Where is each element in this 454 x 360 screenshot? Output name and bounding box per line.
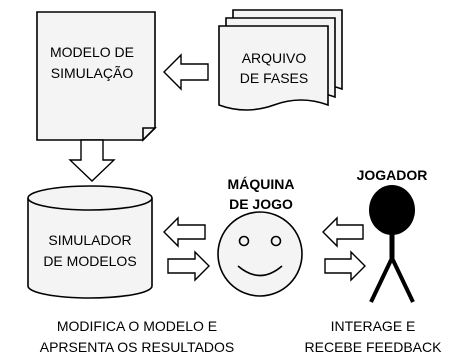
phases-label-line1: ARQUIVO xyxy=(242,50,307,66)
caption-left-line1: MODIFICA O MODELO E xyxy=(57,318,217,334)
simulator-label-line2: DE MODELOS xyxy=(43,253,136,269)
caption-right-line1: INTERAGE E xyxy=(331,318,416,334)
machine-label-line2: DE JOGO xyxy=(229,196,293,212)
model-simulator-cylinder: SIMULADOR DE MODELOS xyxy=(27,185,153,299)
arrow-machine-to-simulator xyxy=(163,216,206,248)
caption-right-line2: RECEBE FEEDBACK xyxy=(305,339,443,355)
caption-left-line2: APRSENTA OS RESULTADOS xyxy=(40,339,235,355)
model-label-line2: SIMULAÇÃO xyxy=(51,65,134,81)
arrow-simulator-to-machine xyxy=(167,250,210,282)
player-label: JOGADOR xyxy=(357,167,428,183)
simulation-model-document: MODELO DE SIMULAÇÃO xyxy=(36,11,157,142)
machine-label-line1: MÁQUINA xyxy=(228,176,295,192)
phases-label-line2: DE FASES xyxy=(240,70,308,86)
arrow-player-to-machine xyxy=(322,216,364,248)
arrow-model-to-simulator xyxy=(68,139,116,182)
phases-file-stack: ARQUIVO DE FASES xyxy=(218,9,343,111)
model-label-line1: MODELO DE xyxy=(50,44,134,60)
game-machine-smiley-icon xyxy=(217,211,303,297)
arrow-phases-to-model xyxy=(163,53,209,91)
player-figure-icon xyxy=(369,185,415,303)
simulator-label-line1: SIMULADOR xyxy=(48,232,131,248)
arrow-machine-to-player xyxy=(324,250,366,282)
